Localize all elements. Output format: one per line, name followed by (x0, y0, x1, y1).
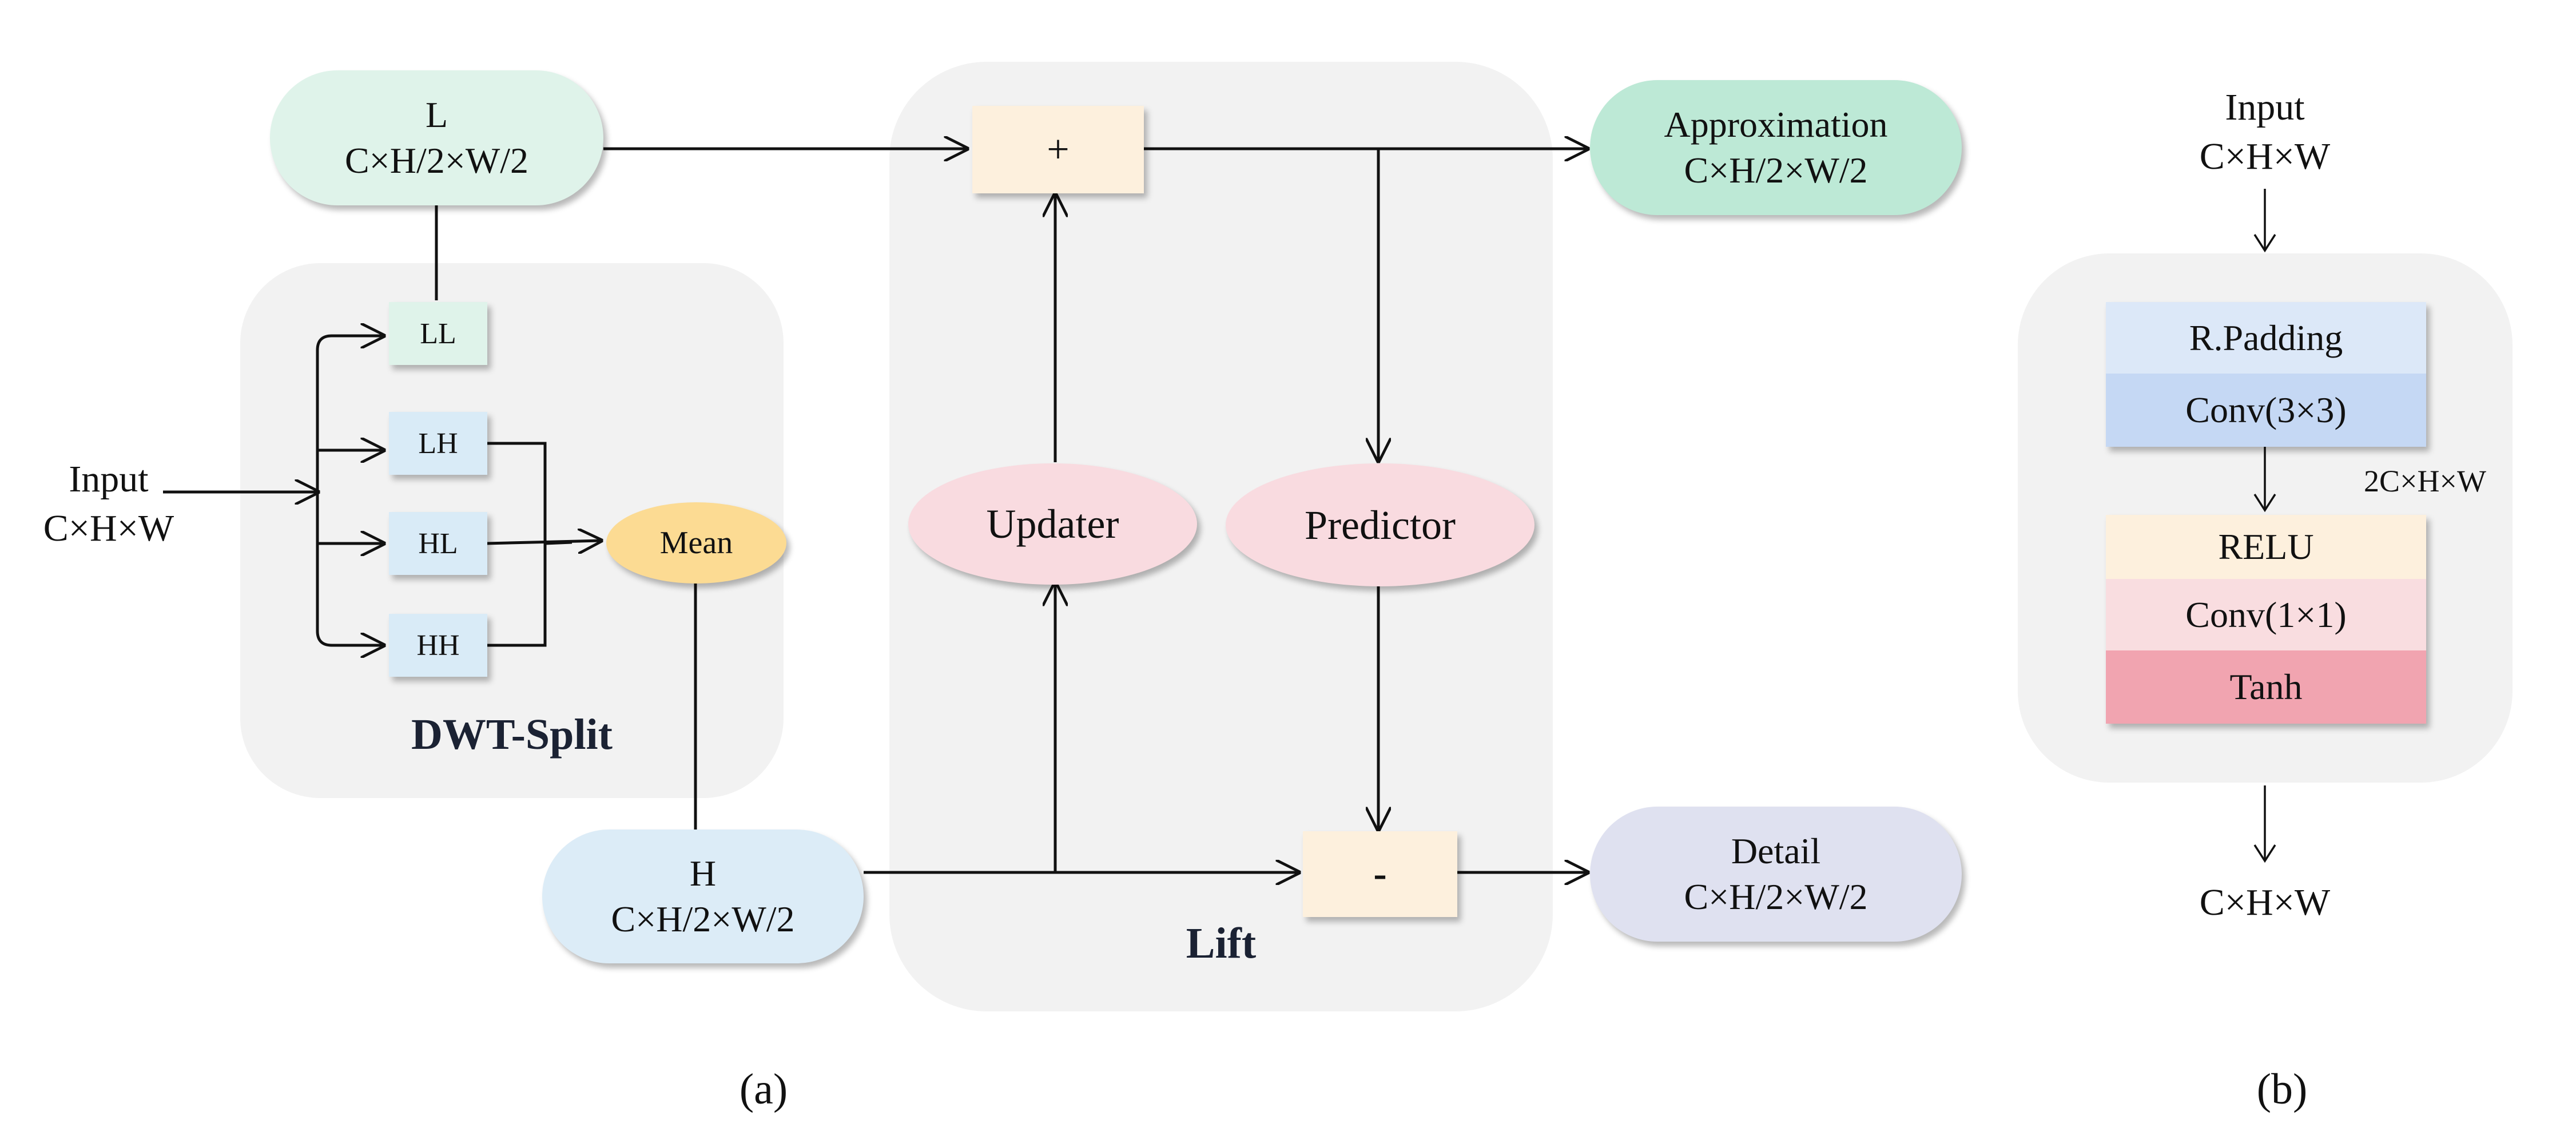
approx-name: Approximation (1664, 104, 1888, 145)
input-a-name: Input (69, 458, 149, 500)
low-name: L (425, 94, 448, 135)
to-ll-arrow (316, 336, 383, 492)
high-dims: C×H/2×W/2 (611, 899, 795, 939)
detail-node: Detail C×H/2×W/2 (1590, 807, 1962, 942)
detail-name: Detail (1731, 831, 1821, 871)
input-b: Input C×H×W (2162, 83, 2368, 181)
activation-stack: RELU Conv(1×1) Tanh (2106, 515, 2426, 724)
to-hh-arrow (316, 492, 383, 645)
band-hh: HH (389, 614, 487, 677)
input-b-name: Input (2225, 86, 2305, 128)
dwt-split-panel (240, 263, 784, 798)
high-pass-node: H C×H/2×W/2 (542, 830, 864, 963)
approximation-node: Approximation C×H/2×W/2 (1590, 80, 1962, 215)
input-b-dims: C×H×W (2199, 135, 2331, 177)
low-pass-node: L C×H/2×W/2 (270, 70, 603, 205)
band-lh: LH (389, 412, 487, 475)
band-ll: LL (389, 302, 487, 365)
low-dims: C×H/2×W/2 (344, 140, 529, 181)
caption-b: (b) (2256, 1065, 2308, 1113)
dwt-split-title: DWT-Split (411, 711, 613, 759)
mean-node: Mean (606, 502, 786, 584)
conv3-stack: R.Padding Conv(3×3) (2106, 302, 2426, 447)
detail-dims: C×H/2×W/2 (1684, 876, 1868, 917)
output-b-dims: C×H×W (2199, 882, 2331, 923)
relu-layer: RELU (2106, 515, 2426, 579)
lift-title: Lift (1186, 919, 1257, 967)
caption-a: (a) (739, 1065, 788, 1113)
bracket-to-mean-line (544, 541, 573, 545)
conv3-layer: Conv(3×3) (2106, 374, 2426, 447)
hl-to-mean-arrow (486, 541, 601, 543)
conv1-layer: Conv(1×1) (2106, 579, 2426, 650)
predictor-node: Predictor (1226, 463, 1535, 586)
input-a: Input C×H×W (6, 455, 212, 553)
lh-hh-bracket (486, 442, 547, 647)
tanh-layer: Tanh (2106, 650, 2426, 724)
updater-node: Updater (908, 463, 1197, 585)
band-hl: HL (389, 512, 487, 575)
input-a-dims: C×H×W (43, 507, 174, 549)
approx-dims: C×H/2×W/2 (1684, 150, 1868, 190)
plus-node: + (972, 106, 1144, 193)
minus-node: - (1303, 831, 1457, 917)
high-name: H (689, 853, 717, 894)
mid-dims: 2C×H×W (2364, 464, 2486, 498)
rpadding-layer: R.Padding (2106, 302, 2426, 374)
